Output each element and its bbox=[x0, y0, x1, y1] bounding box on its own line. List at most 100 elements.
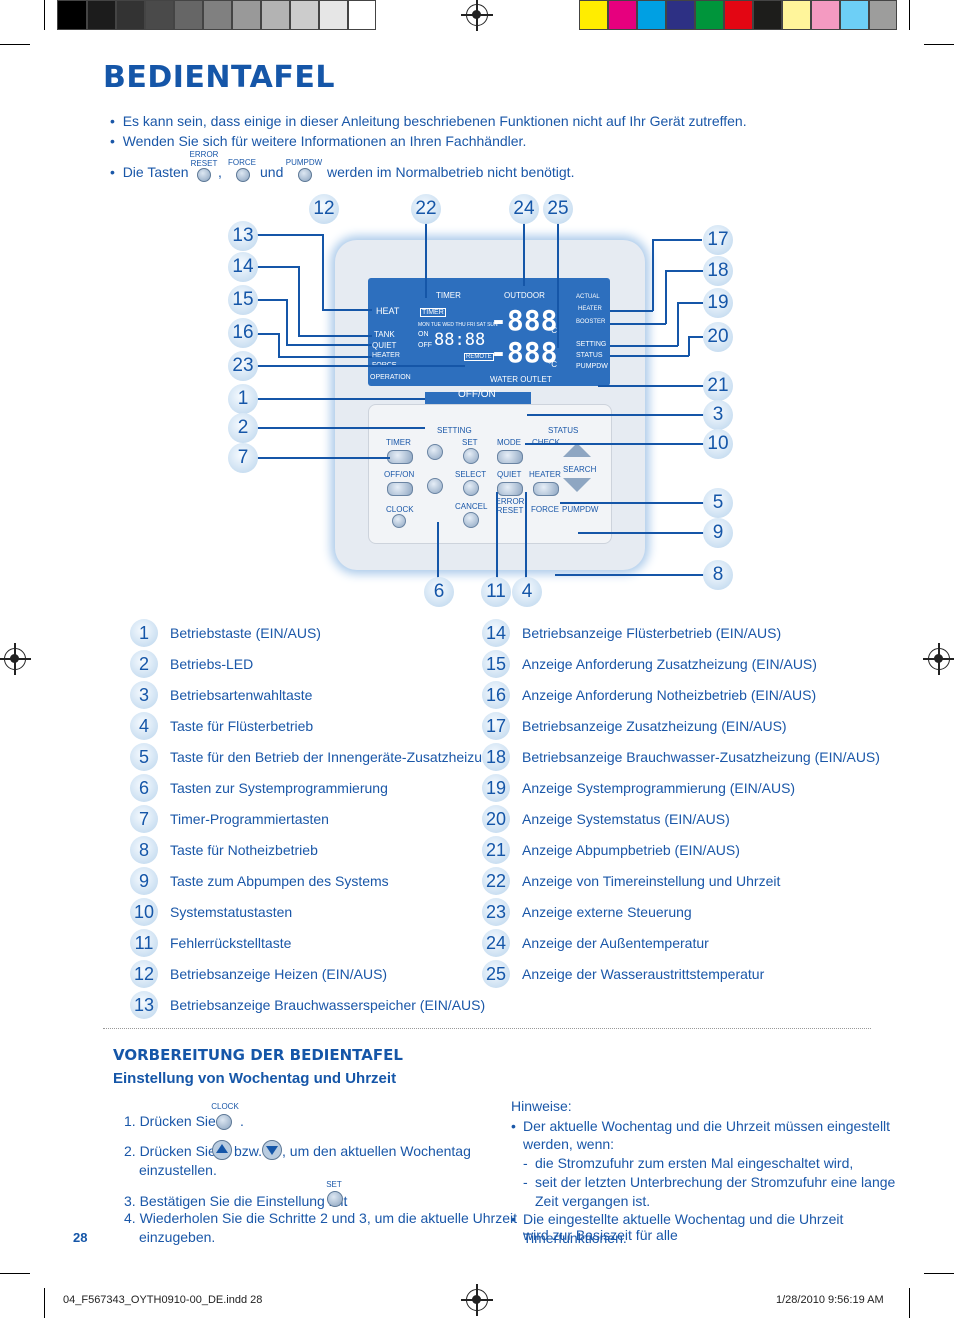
status-header: STATUS bbox=[548, 426, 579, 435]
callout-2: 2 bbox=[228, 413, 258, 443]
legend-text: Tasten zur Systemprogrammierung bbox=[170, 780, 388, 796]
error-reset-small-label: ERROR RESET bbox=[495, 497, 525, 515]
pumpdw-label: PUMPDW bbox=[285, 158, 323, 167]
legend-text: Anzeige der Außentemperatur bbox=[522, 935, 709, 951]
offon-small-button[interactable] bbox=[387, 482, 413, 496]
legend-num: 16 bbox=[482, 681, 510, 709]
legend-num: 3 bbox=[130, 681, 158, 709]
step-4: 4. Wiederholen Sie die Schritte 2 und 3,… bbox=[124, 1210, 517, 1226]
legend-num: 7 bbox=[130, 805, 158, 833]
step-1-end: . bbox=[240, 1113, 244, 1129]
callout-5: 5 bbox=[703, 488, 733, 518]
up-arrow-icon bbox=[212, 1140, 232, 1160]
callout-25: 25 bbox=[543, 194, 573, 224]
hint-2: Die eingestellte aktuelle Wochentag und … bbox=[523, 1211, 844, 1243]
registration-mark-icon bbox=[923, 643, 954, 675]
step-2-rest: , um den aktuellen Wochentag bbox=[282, 1143, 471, 1159]
mode-button[interactable] bbox=[497, 450, 523, 464]
legend-text: Taste für den Betrieb der Innengeräte-Zu… bbox=[170, 749, 498, 765]
callout-14: 14 bbox=[228, 252, 258, 282]
section-heading: VORBEREITUNG DER BEDIENTAFEL bbox=[113, 1046, 403, 1064]
quiet-button[interactable] bbox=[497, 482, 523, 496]
up-button[interactable] bbox=[427, 444, 443, 460]
legend-num: 24 bbox=[482, 929, 510, 957]
select-button[interactable] bbox=[463, 480, 479, 496]
legend-num: 23 bbox=[482, 898, 510, 926]
step-2-or: bzw. bbox=[234, 1143, 263, 1159]
set-button[interactable] bbox=[463, 448, 479, 464]
note-3: • Die Tasten bbox=[110, 164, 189, 180]
legend-num: 17 bbox=[482, 712, 510, 740]
heater-button[interactable] bbox=[533, 482, 559, 496]
legend-num: 18 bbox=[482, 743, 510, 771]
heater-button-label: HEATER bbox=[529, 470, 561, 479]
cancel-button-label: CANCEL bbox=[455, 502, 488, 511]
callout-20: 20 bbox=[703, 322, 733, 352]
legend-num: 9 bbox=[130, 867, 158, 895]
legend-text: Betriebs-LED bbox=[170, 656, 254, 672]
legend-num: 12 bbox=[130, 960, 158, 988]
callout-9: 9 bbox=[703, 518, 733, 548]
force-button-icon bbox=[236, 168, 250, 182]
legend-num: 8 bbox=[130, 836, 158, 864]
step-3: 3. Bestätigen Sie die Einstellung mit bbox=[124, 1193, 348, 1209]
step-3-end: . bbox=[344, 1193, 348, 1209]
note-2: • Wenden Sie sich für weitere Informatio… bbox=[110, 133, 527, 149]
cancel-button[interactable] bbox=[463, 512, 479, 528]
note-3-end: werden im Normalbetrieb nicht benötigt. bbox=[327, 164, 575, 180]
note-1: • Es kann sein, dass einige in dieser An… bbox=[110, 113, 747, 129]
clock-button-icon bbox=[216, 1114, 232, 1130]
set-label: SET bbox=[326, 1180, 342, 1189]
callout-24: 24 bbox=[509, 194, 539, 224]
legend-num: 13 bbox=[130, 991, 158, 1019]
legend-text: Betriebsanzeige Brauchwasser-Zusatzheizu… bbox=[522, 749, 880, 765]
page-title: BEDIENTAFEL bbox=[103, 60, 335, 95]
clock-button[interactable] bbox=[392, 514, 406, 528]
legend-num: 11 bbox=[130, 929, 158, 957]
offon-small-label: OFF/ON bbox=[384, 470, 415, 479]
error-reset-label: ERROR RESET bbox=[189, 150, 219, 168]
legend-num: 10 bbox=[130, 898, 158, 926]
registration-mark-icon bbox=[461, 0, 493, 31]
force-small-label: FORCE bbox=[531, 505, 559, 514]
legend-num: 6 bbox=[130, 774, 158, 802]
search-button-label: SEARCH bbox=[563, 465, 597, 474]
down-arrow-icon bbox=[262, 1140, 282, 1160]
legend-text: Taste für Notheizbetrieb bbox=[170, 842, 318, 858]
section-subheading: Einstellung von Wochentag und Uhrzeit bbox=[113, 1070, 397, 1087]
legend-text: Anzeige externe Steuerung bbox=[522, 904, 692, 920]
legend-num: 5 bbox=[130, 743, 158, 771]
callout-3: 3 bbox=[703, 400, 733, 430]
legend-text: Anzeige von Timereinstellung und Uhrzeit bbox=[522, 873, 781, 889]
callout-23: 23 bbox=[228, 351, 258, 381]
callout-22: 22 bbox=[411, 194, 441, 224]
legend-num: 15 bbox=[482, 650, 510, 678]
callout-15: 15 bbox=[228, 285, 258, 315]
hint-bullet: • bbox=[511, 1211, 516, 1227]
hint-d2-cont: Zeit vergangen ist. bbox=[535, 1193, 651, 1209]
page-number: 28 bbox=[73, 1230, 88, 1245]
pumpdw-button-icon bbox=[298, 168, 312, 182]
legend-text: Betriebsanzeige Brauchwasserspeicher (EI… bbox=[170, 997, 486, 1013]
search-down-icon[interactable] bbox=[563, 478, 591, 492]
down-button[interactable] bbox=[427, 478, 443, 494]
set-button-label: SET bbox=[462, 438, 478, 447]
legend-num: 14 bbox=[482, 619, 510, 647]
hint-1: Der aktuelle Wochentag und die Uhrzeit m… bbox=[523, 1118, 891, 1134]
hint-1-cont: werden, wenn: bbox=[523, 1136, 615, 1152]
check-button-label: CHECK bbox=[532, 438, 560, 447]
select-button-label: SELECT bbox=[455, 470, 487, 479]
callout-17: 17 bbox=[703, 225, 733, 255]
legend-text: Anzeige Anforderung Zusatzheizung (EIN/A… bbox=[522, 656, 817, 672]
legend-text: Anzeige Abpumpbetrieb (EIN/AUS) bbox=[522, 842, 740, 858]
callout-8: 8 bbox=[703, 560, 733, 590]
legend-num: 19 bbox=[482, 774, 510, 802]
legend-text: Anzeige der Wasseraustrittstemperatur bbox=[522, 966, 765, 982]
hint-d2: seit der letzten Unterbrechung der Strom… bbox=[535, 1174, 896, 1190]
step-2-cont: einzustellen. bbox=[139, 1162, 217, 1178]
force-label: FORCE bbox=[228, 158, 256, 167]
search-up-icon[interactable] bbox=[563, 443, 591, 457]
legend-text: Betriebstaste (EIN/AUS) bbox=[170, 625, 321, 641]
timer-button[interactable] bbox=[387, 450, 413, 464]
legend-num: 21 bbox=[482, 836, 510, 864]
